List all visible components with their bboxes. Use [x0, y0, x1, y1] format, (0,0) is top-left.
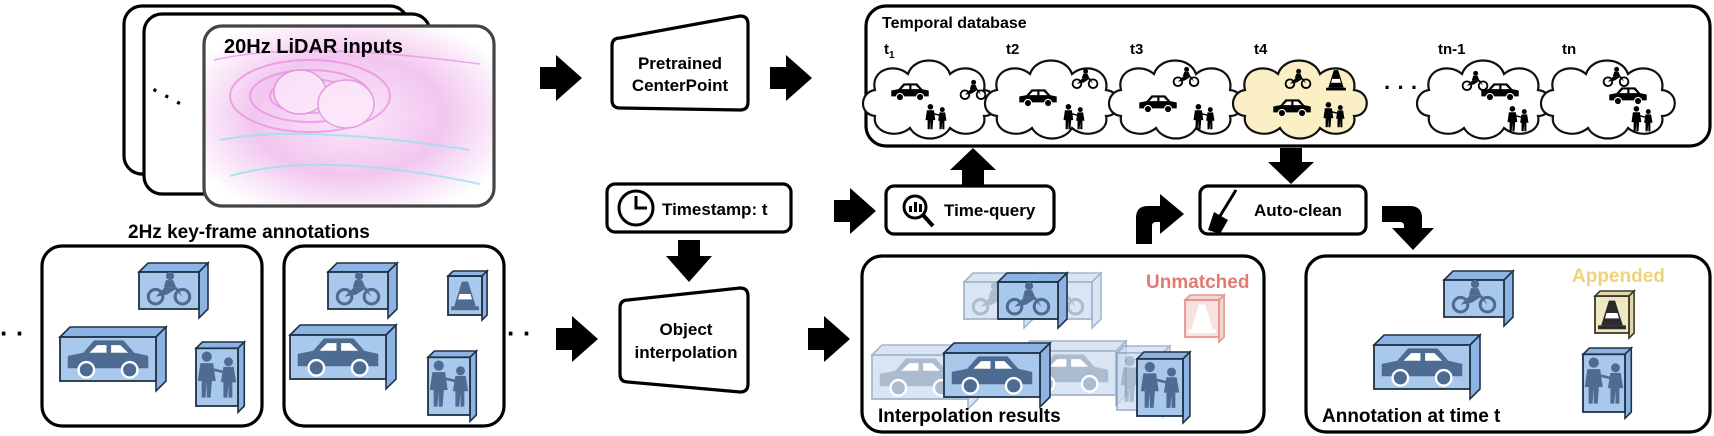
frame-label: t2	[1006, 41, 1019, 58]
auto-clean-label: Auto-clean	[1254, 201, 1342, 220]
database-frame-2: t2	[983, 41, 1120, 140]
arrow-database-to-autoclean	[1268, 148, 1314, 184]
arrows	[540, 55, 1434, 362]
timestamp-module: Timestamp: t	[605, 182, 793, 234]
interpolation-results-panel: Unmatched Interpolation results	[860, 254, 1266, 434]
interpolated-car-box-icon	[942, 341, 1052, 409]
interpolation-results-title: Interpolation results	[878, 406, 1061, 427]
database-frame-3: t3	[1107, 41, 1244, 140]
arrow-timequery-up	[950, 148, 996, 186]
database-frame-6: tn	[1539, 41, 1676, 140]
broom-icon	[1208, 189, 1238, 234]
car-box-icon	[1372, 333, 1482, 401]
search-chart-icon	[902, 194, 935, 228]
time-query-label: Time-query	[944, 201, 1036, 220]
centerpoint-module: Pretrained CenterPoint	[610, 14, 750, 112]
lidar-title: 20Hz LiDAR inputs	[224, 36, 403, 58]
timestamp-label: Timestamp: t	[662, 200, 768, 219]
cone-box-icon	[446, 269, 490, 323]
interpolation-label-1: Object	[660, 320, 713, 339]
arrow-timestamp-down	[666, 240, 712, 282]
clock-icon	[617, 189, 655, 227]
arrow-timestamp-to-timequery	[834, 188, 876, 234]
car-box-icon	[288, 323, 398, 391]
arrow-interpolation-to-results	[808, 316, 850, 362]
keyframes-ellipsis-left: · ·	[0, 318, 25, 348]
arrow-keyframes-to-interpolation	[556, 316, 598, 362]
arrow-lidar-to-centerpoint	[540, 55, 582, 101]
annotation-at-time-panel: Appended Annotation at time t	[1304, 254, 1712, 434]
keyframe-panel-2	[282, 244, 506, 428]
unmatched-label: Unmatched	[1146, 272, 1249, 293]
arrow-results-to-autoclean	[1136, 194, 1184, 244]
centerpoint-label-1: Pretrained	[638, 54, 722, 73]
database-title: Temporal database	[882, 15, 1027, 32]
annotation-title: Annotation at time t	[1322, 406, 1501, 427]
frame-label: tn-1	[1438, 41, 1466, 58]
unmatched-cone-box-icon	[1183, 293, 1227, 345]
keyframes-ellipsis-right: · ·	[507, 318, 532, 348]
database-ellipsis: · · ·	[1384, 75, 1418, 100]
frame-label: t4	[1254, 41, 1268, 58]
time-query-module: Time-query	[884, 184, 1056, 236]
auto-clean-module: Auto-clean	[1198, 184, 1368, 236]
interpolated-motorcycle-box-icon	[996, 271, 1069, 330]
lidar-point-cloud-icon	[213, 50, 481, 185]
temporal-database-panel: Temporal database · · · t1 t2 t3 t4 tn-1 tn	[861, 4, 1712, 148]
keyframes-title: 2Hz key-frame annotations	[128, 222, 370, 243]
lidar-input-stack: 20Hz LiDAR inputs · · ·	[122, 4, 496, 208]
motorcycle-box-icon	[326, 261, 399, 320]
frame-label: t1	[884, 41, 895, 61]
centerpoint-label-2: CenterPoint	[632, 76, 729, 95]
motorcycle-box-icon	[137, 261, 210, 320]
arrow-autoclean-to-annotation	[1382, 206, 1434, 250]
arrow-centerpoint-to-database	[770, 55, 812, 101]
frame-label: t3	[1130, 41, 1143, 58]
pedestrian-box-icon	[426, 349, 479, 424]
motorcycle-box-icon	[1442, 269, 1515, 328]
car-box-icon	[58, 325, 168, 393]
database-frame-4: t4	[1231, 41, 1368, 140]
appended-label: Appended	[1572, 266, 1665, 287]
pedestrian-box-icon	[1581, 346, 1634, 421]
interpolated-pedestrian-box-icon	[1135, 350, 1192, 425]
interpolation-module: Object interpolation	[618, 286, 750, 394]
keyframe-panel-1	[40, 244, 264, 428]
interpolation-label-2: interpolation	[635, 343, 738, 362]
frame-label: tn	[1562, 41, 1576, 58]
database-frame-5: tn-1	[1415, 41, 1552, 140]
database-frame-1: t1	[861, 41, 998, 140]
database-frames: t1 t2 t3 t4 tn-1 tn	[861, 41, 1676, 140]
pedestrian-box-icon	[194, 340, 247, 415]
appended-cone-box-icon	[1593, 289, 1637, 341]
